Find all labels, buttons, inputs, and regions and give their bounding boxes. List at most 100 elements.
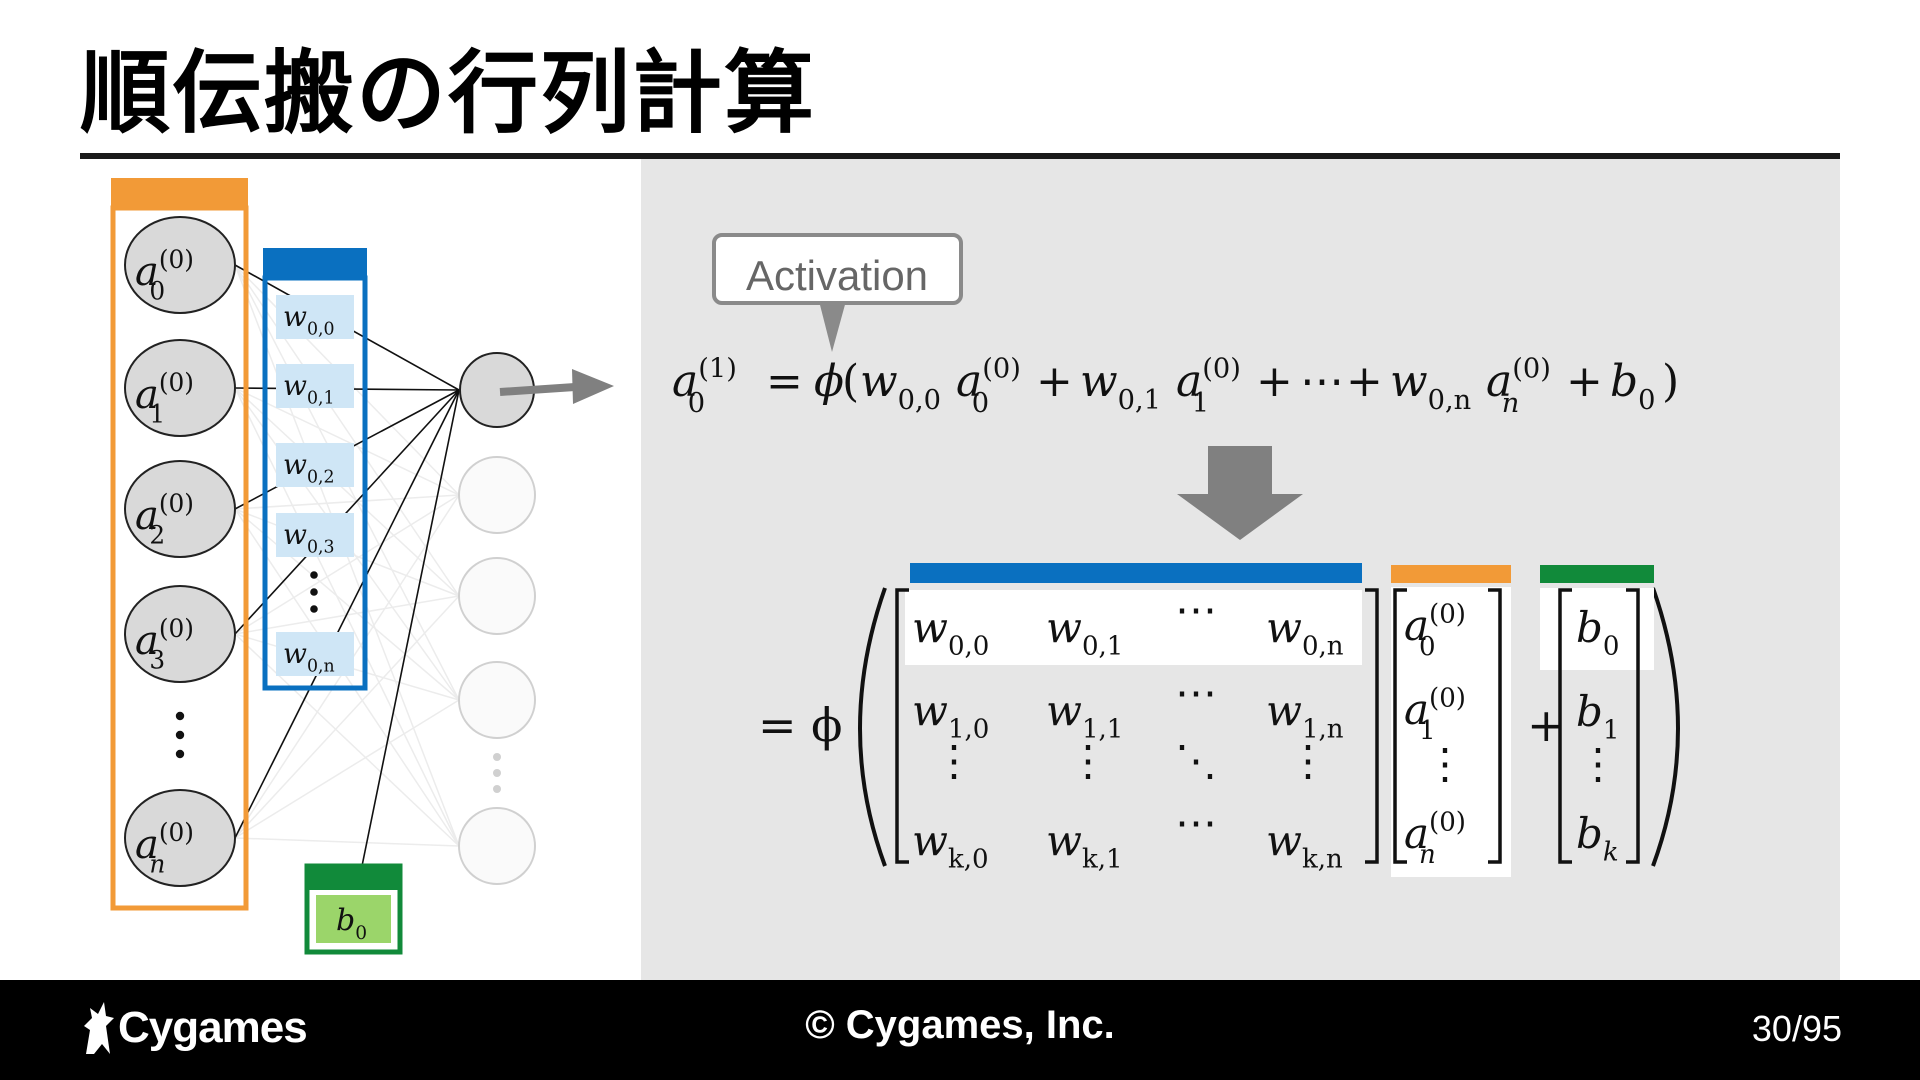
bias-vector-cell: ⋮ bbox=[1577, 739, 1619, 788]
activation-vector-cell: a(0)1 bbox=[1404, 683, 1466, 746]
input-ellipsis-dot bbox=[175, 730, 185, 740]
equation-weight: w0,0 bbox=[860, 356, 941, 416]
activation-vector-background bbox=[1391, 587, 1511, 877]
network-nodes bbox=[124, 216, 614, 887]
faded-connection bbox=[234, 264, 460, 597]
bias-vector-open-bracket bbox=[1558, 588, 1572, 864]
weight-ellipsis-dot bbox=[310, 588, 318, 596]
activation-vector-cell: a(0)n bbox=[1404, 807, 1466, 870]
weight-vector-header bbox=[263, 248, 367, 278]
weight-matrix-cell: w1,0 bbox=[912, 686, 989, 745]
bias-vector-cell: bk bbox=[1576, 809, 1619, 868]
matrix-lead: = ϕ bbox=[758, 698, 843, 752]
weight-cell bbox=[276, 632, 354, 676]
weight-label: w0,2 bbox=[283, 448, 335, 487]
vector-boxes bbox=[110, 178, 403, 955]
output-ellipsis-dot bbox=[493, 785, 501, 793]
connection-line bbox=[234, 389, 460, 839]
input-vector-header bbox=[111, 178, 248, 208]
matrix-big-open-paren bbox=[858, 587, 887, 867]
input-ellipsis-dot bbox=[175, 749, 185, 759]
activation-vector-header bbox=[1391, 565, 1511, 583]
weight-label: w0,n bbox=[283, 637, 335, 676]
weight-matrix-cell: ⋯ bbox=[1175, 585, 1217, 634]
equation-plus: + bbox=[1566, 356, 1603, 407]
bias-box bbox=[304, 863, 403, 955]
weight-matrix-close-bracket bbox=[1365, 588, 1379, 864]
faded-connection bbox=[234, 387, 460, 496]
equation-weight: w0,1 bbox=[1080, 356, 1161, 416]
output-arrow-head bbox=[572, 369, 614, 404]
equation-bias: b0 bbox=[1610, 356, 1656, 416]
weight-matrix-header bbox=[910, 563, 1362, 583]
faded-connection bbox=[234, 633, 460, 847]
weight-vector-box bbox=[262, 275, 368, 691]
weight-label: w0,3 bbox=[283, 518, 335, 557]
input-node bbox=[124, 585, 236, 683]
equation-plus: + bbox=[1036, 356, 1073, 407]
bias-vector-cell: b1 bbox=[1576, 687, 1619, 746]
faded-connection bbox=[234, 508, 460, 701]
cygames-logo: Cygames bbox=[118, 1003, 308, 1052]
equation-close-paren: ) bbox=[1662, 356, 1679, 407]
weight-matrix-cell: ⋮ bbox=[1287, 736, 1329, 785]
faded-connection bbox=[234, 494, 460, 510]
bias-vector-close-bracket bbox=[1626, 588, 1640, 864]
input-node bbox=[124, 789, 236, 887]
faded-connection bbox=[234, 508, 460, 847]
weight-matrix-cell: ⋯ bbox=[1175, 668, 1217, 717]
down-arrow-shaft bbox=[1208, 446, 1272, 496]
activation-vector-cell: a(0)0 bbox=[1404, 599, 1466, 662]
weight-cell bbox=[276, 513, 354, 557]
input-node-label: a(0)0 bbox=[135, 245, 194, 305]
faded-output-node bbox=[458, 661, 536, 739]
cygames-logo-icon bbox=[84, 1002, 114, 1054]
forward-propagation-diagram: w0,0w0,1w0,2w0,3w0,nb0a(0)0a(0)1a(0)2a(0… bbox=[110, 178, 1680, 955]
equation-activation: a(0)n bbox=[1486, 354, 1551, 419]
input-node bbox=[124, 216, 236, 314]
equation-equals: = bbox=[766, 356, 803, 407]
weight-matrix-open-bracket bbox=[895, 588, 909, 864]
copyright-notice: © Cygames, Inc. bbox=[805, 1003, 1115, 1047]
weight-matrix-cell: w1,1 bbox=[1046, 686, 1123, 745]
equation-phi: ϕ bbox=[814, 356, 844, 407]
footer-bar: Cygames © Cygames, Inc. 30/95 bbox=[0, 980, 1920, 1080]
weight-matrix-cell: wk,0 bbox=[912, 816, 989, 875]
activation-vector-open-bracket bbox=[1393, 588, 1407, 864]
weight-matrix-cell: w0,1 bbox=[1046, 603, 1123, 662]
bias-header bbox=[305, 866, 402, 890]
input-node-label: a(0)n bbox=[135, 818, 194, 878]
faded-connection bbox=[234, 387, 460, 597]
equation-plus: + bbox=[1346, 356, 1383, 407]
faded-output-node bbox=[458, 557, 536, 635]
down-arrow-head bbox=[1177, 494, 1303, 540]
page-number: 30/95 bbox=[1751, 1008, 1842, 1049]
output-arrow-shaft bbox=[499, 383, 576, 396]
faded-connection bbox=[234, 699, 460, 839]
faded-connection bbox=[234, 595, 460, 839]
activation-vector-close-bracket bbox=[1488, 588, 1502, 864]
weight-matrix-cell: w0,0 bbox=[912, 603, 989, 662]
equation-lhs: a(1)0 bbox=[672, 354, 737, 419]
weight-ellipsis-dot bbox=[310, 605, 318, 613]
input-node-label: a(0)1 bbox=[135, 368, 194, 428]
faded-output-node bbox=[458, 456, 536, 534]
faded-output-node bbox=[458, 807, 536, 885]
weight-ellipsis-dot bbox=[310, 571, 318, 579]
weight-matrix-cell: ⋱ bbox=[1175, 736, 1217, 785]
equation-plus: + bbox=[1256, 356, 1293, 407]
input-vector-box bbox=[110, 205, 249, 911]
network-labels: w0,0w0,1w0,2w0,3w0,nb0a(0)0a(0)1a(0)2a(0… bbox=[135, 245, 367, 944]
weight-cell bbox=[276, 364, 354, 408]
equation-activation: a(0)0 bbox=[956, 354, 1021, 419]
slide-title: 順伝搬の行列計算 bbox=[80, 41, 816, 146]
input-node bbox=[124, 339, 236, 437]
matrix-big-close-paren bbox=[1651, 587, 1680, 867]
faded-connection bbox=[234, 494, 460, 635]
weight-matrix-cell: w1,n bbox=[1266, 686, 1344, 745]
output-ellipsis-dot bbox=[493, 753, 501, 761]
input-node bbox=[124, 460, 236, 558]
bias-vector-header bbox=[1540, 565, 1654, 583]
